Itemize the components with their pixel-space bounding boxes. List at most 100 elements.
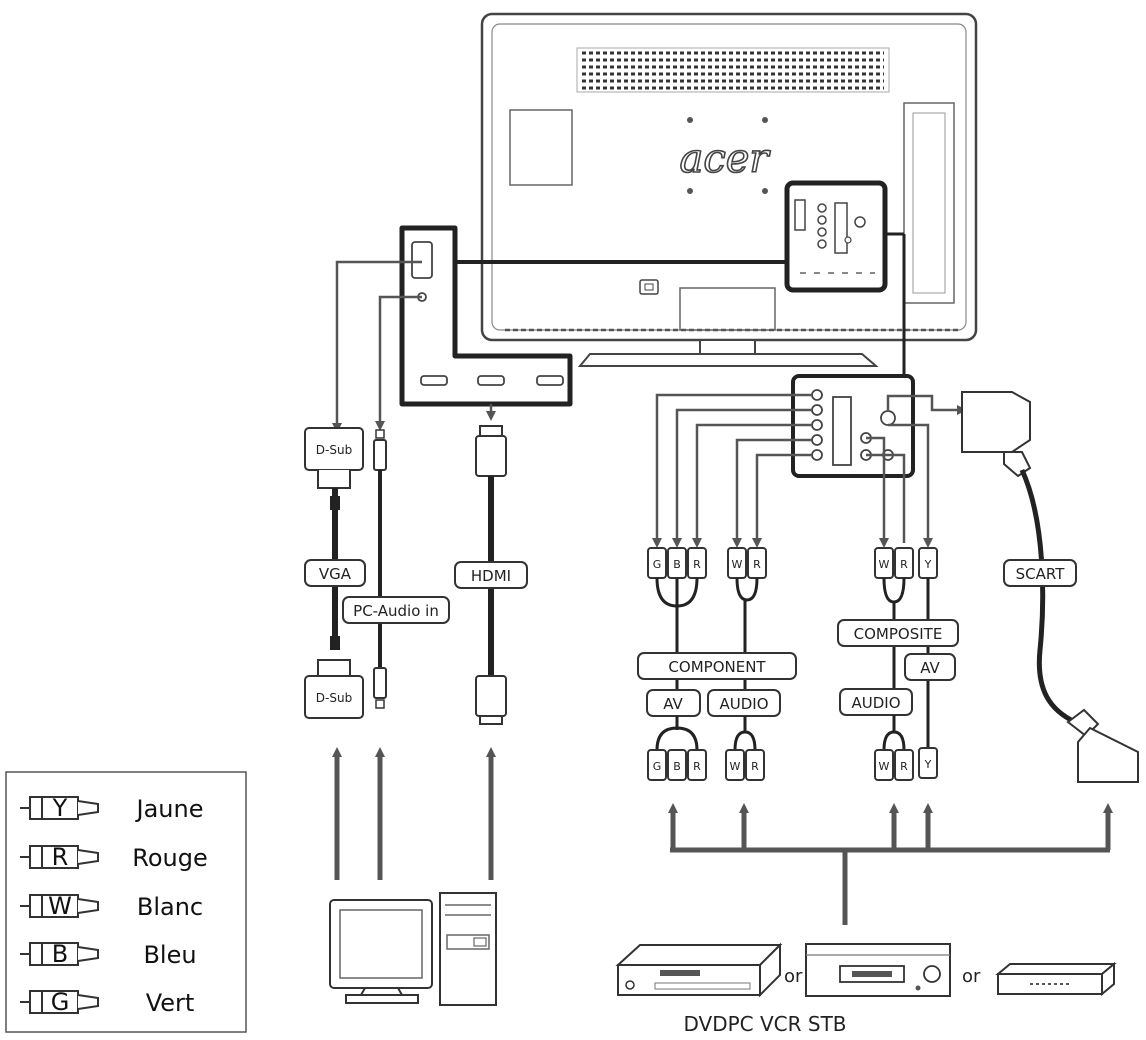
rca-plug: W [874,547,894,579]
pc-audio-cable: PC-Audio in [342,295,450,709]
composite-group-labels: COMPOSITE AV AUDIO [837,619,959,716]
svg-text:R: R [900,558,908,571]
tv-back: acer [480,12,978,342]
rca-plug: Y [918,747,938,779]
hdmi-port-icon [420,375,448,386]
rca-plug-icon: B [20,940,99,968]
audio-plugs-top: W R [727,547,767,690]
svg-text:R: R [693,558,701,571]
svg-text:W: W [732,558,743,571]
dvd-player-icon [615,942,783,998]
svg-text:Y: Y [924,558,932,571]
scart-cable: SCART [961,391,1139,783]
scart-wire [886,394,967,415]
legend-row: R Rouge [20,843,208,872]
av-composite-label: AV [920,659,940,677]
legend-letter: B [52,940,68,968]
svg-text:W: W [730,760,741,773]
rca-plug: R [894,547,914,579]
audio-plugs-bottom: W R [725,716,765,781]
devices-label: DVDPC VCR STB [683,1012,846,1036]
svg-text:W: W [879,558,890,571]
legend-color-name: Blanc [137,893,203,921]
component-plugs-top: G B R [647,547,707,690]
rca-plug: W [725,749,745,781]
component-plugs-bottom: G B R [647,716,707,781]
left-input-panel [399,225,573,407]
rca-plug-icon: Y [20,794,99,822]
hdmi-port-icon [536,375,564,386]
svg-text:R: R [751,760,759,773]
audio-component-label: AUDIO [719,695,768,713]
pc-computer-icon [329,892,497,1006]
component-group-labels: COMPONENT AV AUDIO [637,652,797,717]
tv-stand [577,339,879,367]
rca-plug-icon: G [20,988,99,1016]
device-bus-arrows [668,803,1113,925]
svg-text:R: R [753,558,761,571]
legend-row: B Bleu [20,940,197,969]
svg-text:R: R [693,760,701,773]
rca-plug: R [747,547,767,579]
audio-composite-label: AUDIO [851,694,900,712]
legend-letter: R [52,843,69,871]
tv-port-panel [784,180,888,293]
rca-plug: G [647,749,667,781]
legend-letter: W [48,892,72,920]
composite-plugs-top: W R Y [874,547,938,748]
vga-cable: D-Sub VGA D-Sub [304,260,422,719]
dsub-top-label: D-Sub [316,443,352,457]
svg-text:B: B [673,558,681,571]
scart-label: SCART [1016,565,1066,583]
tv-brand-logo: acer [679,136,771,182]
legend-row: W Blanc [20,892,203,921]
rca-plug: W [727,547,747,579]
tv-vent-grille [576,47,890,93]
pc-audio-label: PC-Audio in [353,602,439,620]
composite-plugs-bottom: W R Y [874,715,938,781]
rca-plug: G [647,547,667,579]
av-component-label: AV [663,695,683,713]
vga-port-icon [411,241,433,279]
svg-text:W: W [879,760,890,773]
vga-label: VGA [319,565,352,583]
legend-letter: Y [52,794,68,822]
or-label-1: or [784,966,803,987]
rca-plug: R [745,749,765,781]
svg-text:R: R [900,760,908,773]
rca-plug-icon: W [20,892,99,920]
svg-text:G: G [653,760,662,773]
svg-text:G: G [653,558,662,571]
composite-wires [866,423,933,548]
component-wires [652,393,812,548]
rca-plug: W [874,749,894,781]
hdmi-label: HDMI [471,567,511,585]
scart-port-icon [832,396,852,466]
rca-plug: B [667,749,687,781]
hdmi-port-icon [477,375,505,386]
rca-plug: Y [918,547,938,579]
rca-plug: R [687,547,707,579]
legend-row: G Vert [20,988,194,1017]
pc-arrows [332,747,496,880]
vcr-icon [805,943,951,997]
set-top-box-icon [995,961,1117,997]
component-label: COMPONENT [668,658,766,676]
legend-color-name: Vert [146,989,195,1017]
legend-letter: G [51,988,70,1016]
svg-text:Y: Y [924,758,932,771]
composite-label: COMPOSITE [854,625,943,643]
dsub-bottom-label: D-Sub [316,691,352,705]
legend-color-name: Bleu [143,941,196,969]
rca-plug: R [894,749,914,781]
rca-plug: B [667,547,687,579]
legend-row: Y Jaune [20,794,203,823]
svg-text:B: B [673,760,681,773]
hdmi-cable: HDMI [454,404,528,725]
rca-plug: R [687,749,707,781]
legend-color-name: Rouge [132,844,208,872]
or-label-2: or [962,966,981,987]
legend-color-name: Jaune [135,795,204,823]
